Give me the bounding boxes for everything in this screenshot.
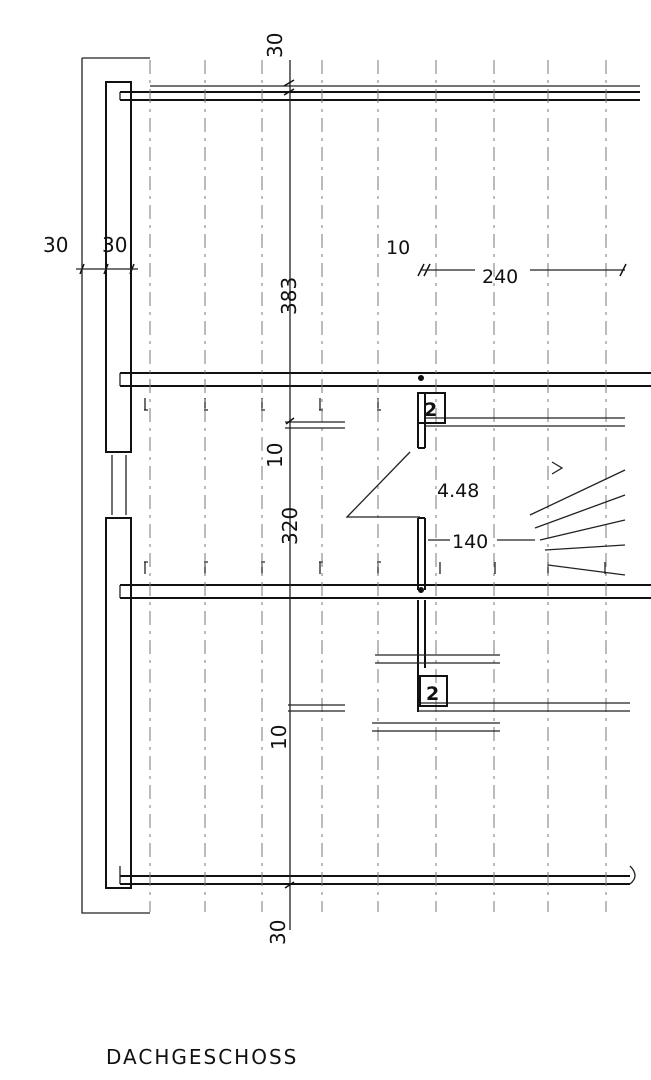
dim-bottom-edge: 30: [266, 920, 290, 945]
lower-purlin: [120, 584, 651, 599]
dim-stair-width: 240: [482, 266, 518, 288]
dim-left-inner: 30: [102, 233, 127, 257]
lower-short-beam: [288, 704, 345, 712]
chimney-upper-box: [417, 392, 446, 424]
stair-wall-lower: [417, 517, 426, 590]
drawing-title: DACHGESCHOSS: [106, 1045, 299, 1069]
dim-mid-span: 320: [278, 507, 302, 545]
dim-gap-upper: 10: [263, 443, 287, 468]
upper-purlin-ticks: [144, 398, 381, 411]
top-beam: [120, 91, 640, 101]
stair-wall-bottom: [417, 600, 426, 712]
post-marker-2: [418, 587, 424, 593]
chimney-lower-label: 2: [426, 683, 439, 705]
dim-stair-offset: 10: [386, 237, 410, 259]
dim-stair-run: 140: [452, 531, 488, 553]
post-marker-1: [418, 375, 424, 381]
stair-treads: [529, 461, 626, 576]
stair-lower-rail: [418, 702, 630, 712]
upper-purlin: [120, 372, 651, 387]
dim-top-span: 383: [277, 277, 301, 315]
dim-left-outer: 30: [43, 233, 68, 257]
stair-upper-rail: [425, 417, 625, 427]
door-swing-triangle: [345, 451, 420, 518]
left-wall-lower: [105, 517, 132, 889]
stair-landing-lines: [372, 654, 500, 732]
dim-gap-lower: 10: [267, 725, 291, 750]
chimney-lower-box: [419, 675, 448, 707]
top-beam-ends: [119, 85, 640, 100]
left-wall-upper: [105, 81, 132, 453]
bottom-beam: [120, 875, 630, 885]
dimension-ticks: [76, 79, 627, 889]
chimney-upper-label: 2: [424, 399, 437, 421]
lower-purlin-ticks: [144, 561, 606, 574]
outer-outline: [81, 57, 150, 914]
upper-short-beam: [285, 421, 345, 429]
dim-top-edge: 30: [263, 33, 287, 58]
rafter-lines: [149, 60, 607, 912]
dim-level: 4.48: [437, 480, 479, 502]
bottom-beam-end: [119, 865, 636, 885]
